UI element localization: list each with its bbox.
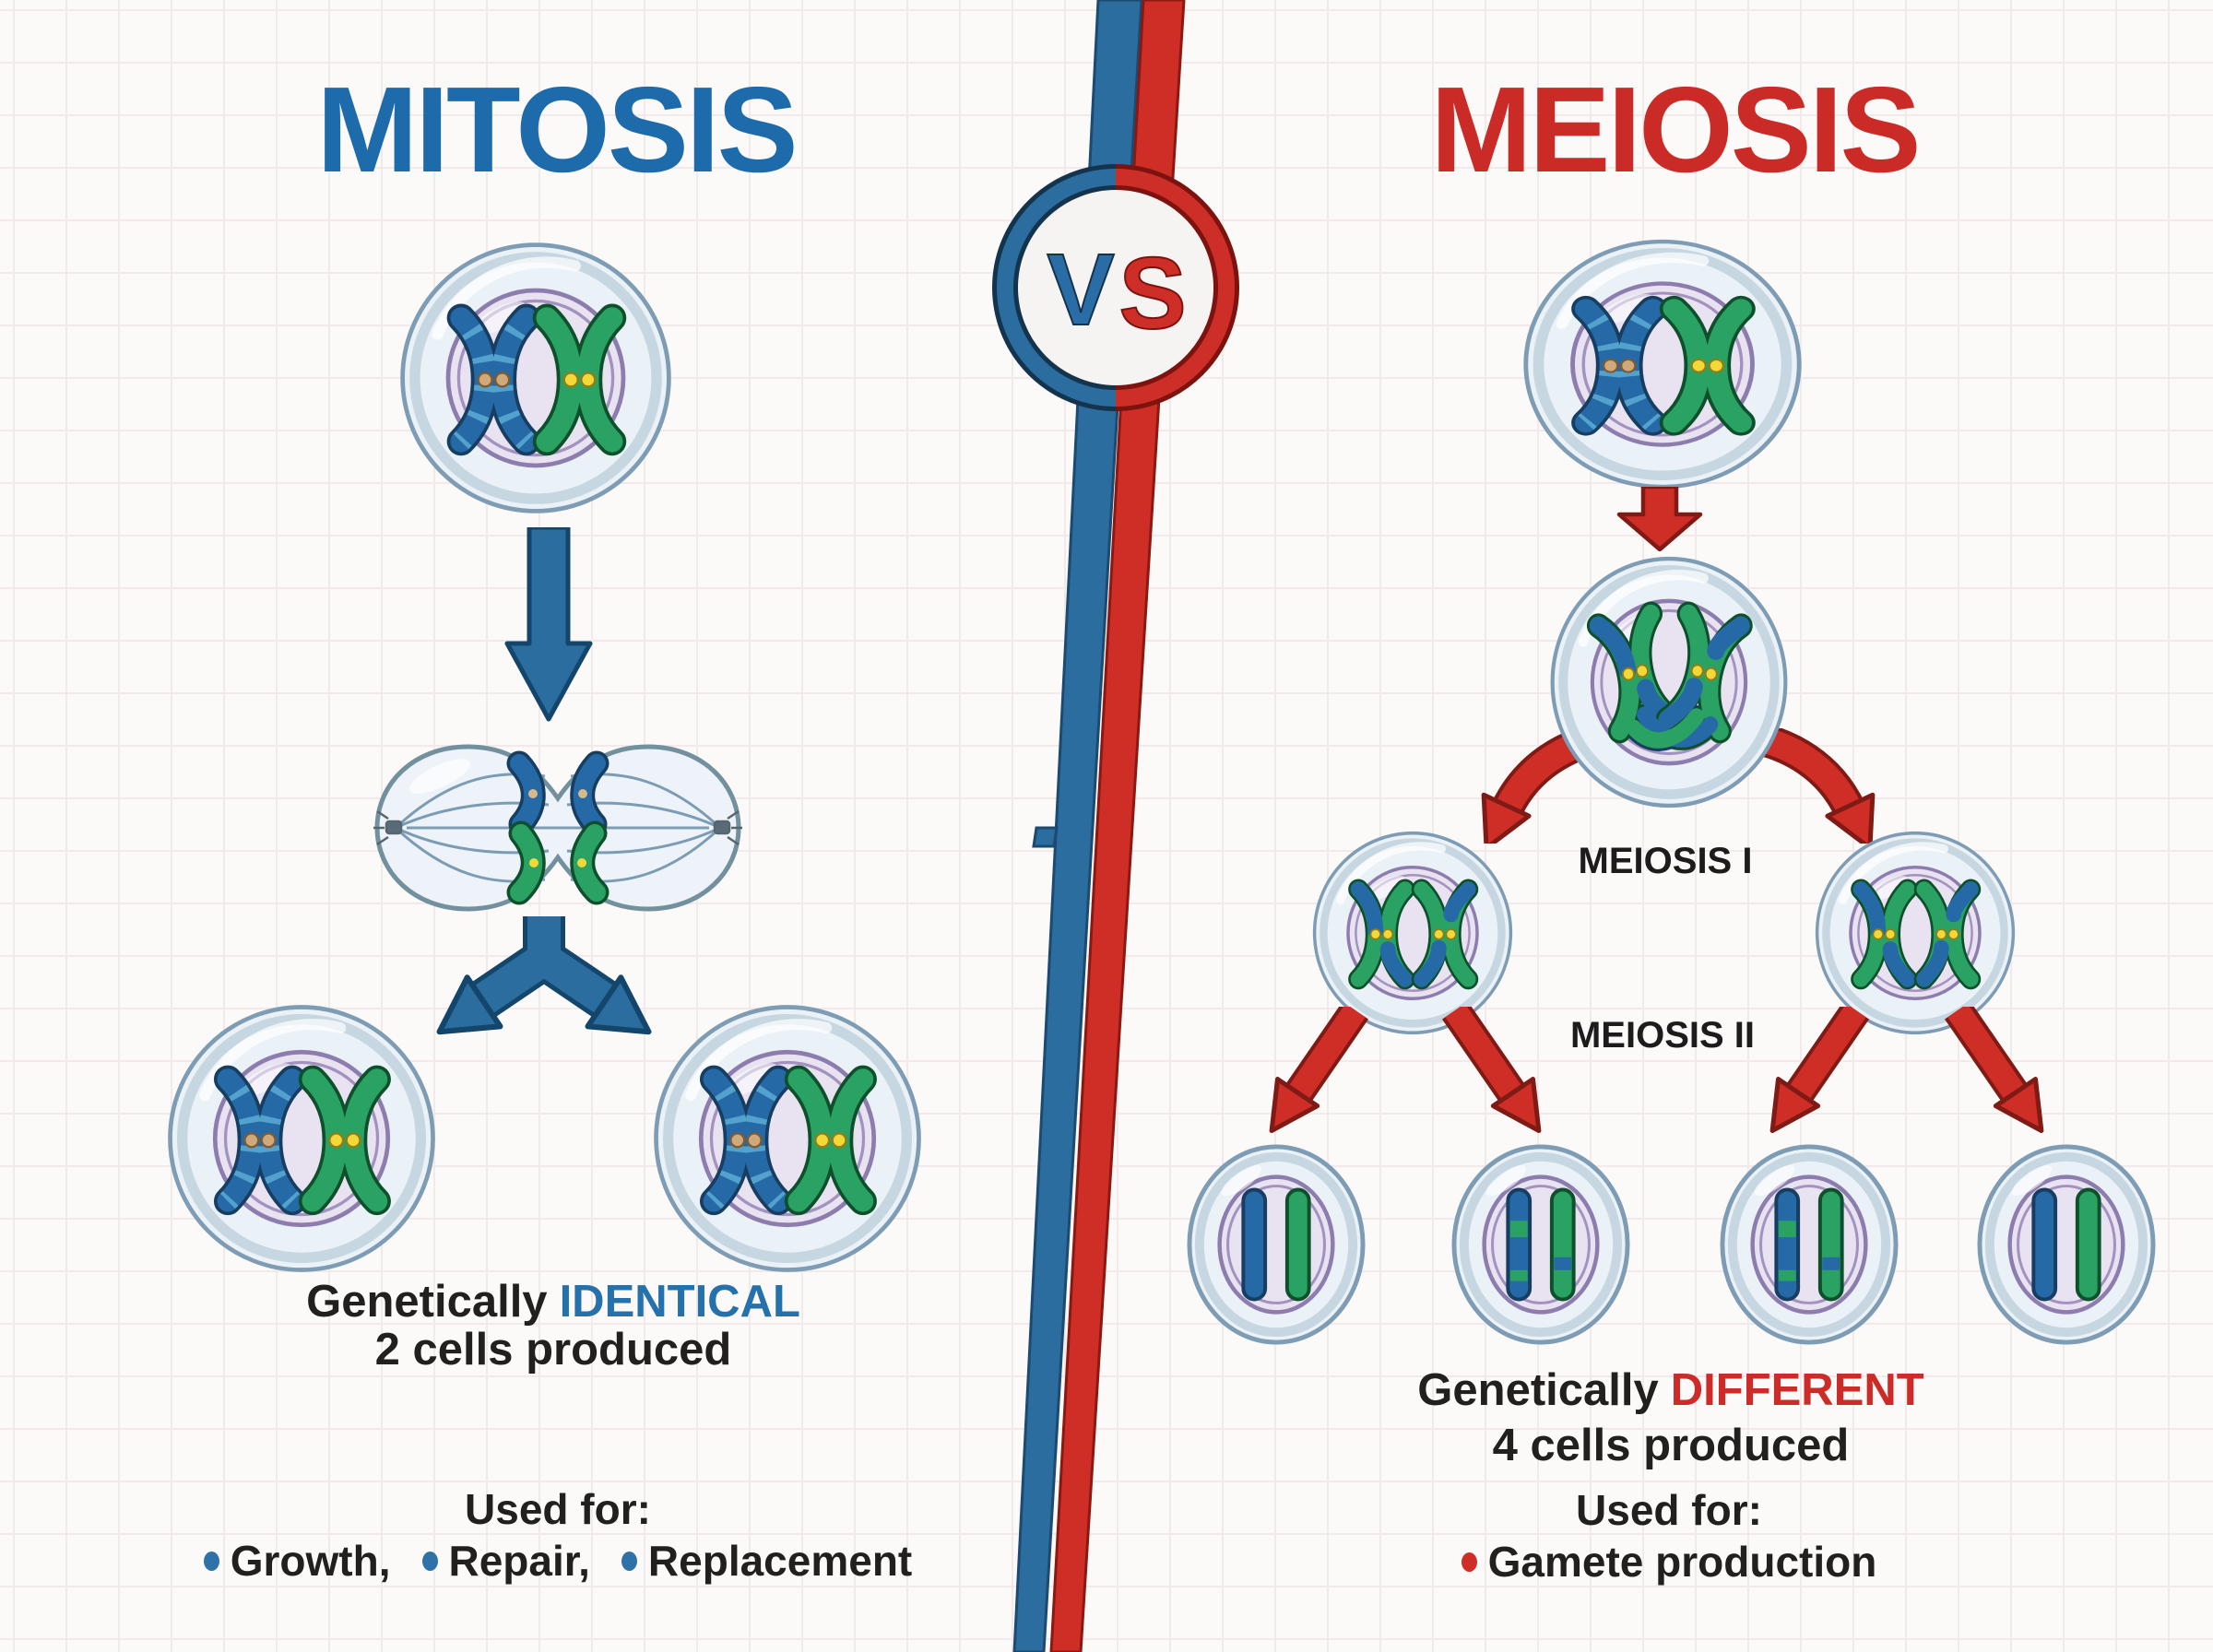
mitosis-fork-arrow [432, 914, 657, 1069]
mitosis-used-for-item-label: Repair, [448, 1537, 590, 1585]
meiosis-down-arrow [1614, 487, 1706, 551]
bullet-icon [621, 1551, 637, 1571]
meiosis2-label: MEIOSIS II [1569, 1015, 1756, 1056]
mitosis-daughter-cell-2 [649, 1000, 926, 1277]
mitosis-used-for-item: Repair, [421, 1535, 590, 1587]
meiosis-result-prefix: Genetically [1417, 1365, 1659, 1415]
mitosis-used-for-item-label: Replacement [647, 1537, 913, 1585]
bullet-icon [421, 1551, 438, 1571]
mitosis-used-for-item: Growth, [203, 1535, 391, 1587]
vs-badge: V S [992, 164, 1239, 411]
gamete-cell-4 [1975, 1142, 2158, 1347]
mitosis-down-arrow [503, 527, 595, 723]
meiosis-parent-cell [1519, 235, 1806, 493]
meiosis-title: MEIOSIS [1430, 62, 1921, 197]
mitosis-daughter-cell-1 [163, 1000, 440, 1277]
gamete-cell-1 [1185, 1142, 1367, 1347]
mitosis-used-for-item: Replacement [621, 1535, 912, 1587]
vs-letter-v: V [1047, 233, 1114, 347]
meiosis-used-for-item: Gamete production [1461, 1536, 1877, 1587]
meiosis-used-for-list: Gamete production [1254, 1536, 2084, 1587]
vs-letter-s: S [1118, 237, 1186, 350]
gamete-cell-3 [1718, 1142, 1900, 1347]
meiosis1-label: MEIOSIS I [1578, 841, 1753, 881]
meiosis-result-count: 4 cells produced [1492, 1421, 1850, 1470]
mitosis-result-highlight: IDENTICAL [559, 1277, 800, 1327]
mitosis-title: MITOSIS [316, 62, 798, 197]
mitosis-used-for-label: Used for: [465, 1485, 651, 1533]
meiosis2-arrow-4 [1930, 1007, 2068, 1136]
meiosis2-arrow-3 [1746, 1007, 1884, 1136]
gamete-cell-2 [1450, 1142, 1632, 1347]
mitosis-result-count: 2 cells produced [374, 1325, 732, 1375]
mitosis-parent-cell [396, 238, 676, 518]
meiosis2-arrow-2 [1427, 1007, 1566, 1136]
mitosis-used-for-item-label: Growth, [230, 1537, 391, 1585]
meiosis-used-for-label: Used for: [1576, 1486, 1762, 1534]
bullet-icon [203, 1551, 219, 1571]
meiosis-crossover-cell [1546, 552, 1792, 812]
mitosis-result-prefix: Genetically [306, 1277, 548, 1327]
meiosis2-arrow-1 [1245, 1007, 1383, 1136]
mitosis-dividing-cell [364, 717, 751, 938]
bullet-icon [1461, 1552, 1477, 1572]
mitosis-used-for-list: Growth, Repair, Replacement [120, 1535, 996, 1587]
meiosis-result-highlight: DIFFERENT [1670, 1365, 1924, 1415]
meiosis-used-for-item-label: Gamete production [1487, 1538, 1877, 1586]
